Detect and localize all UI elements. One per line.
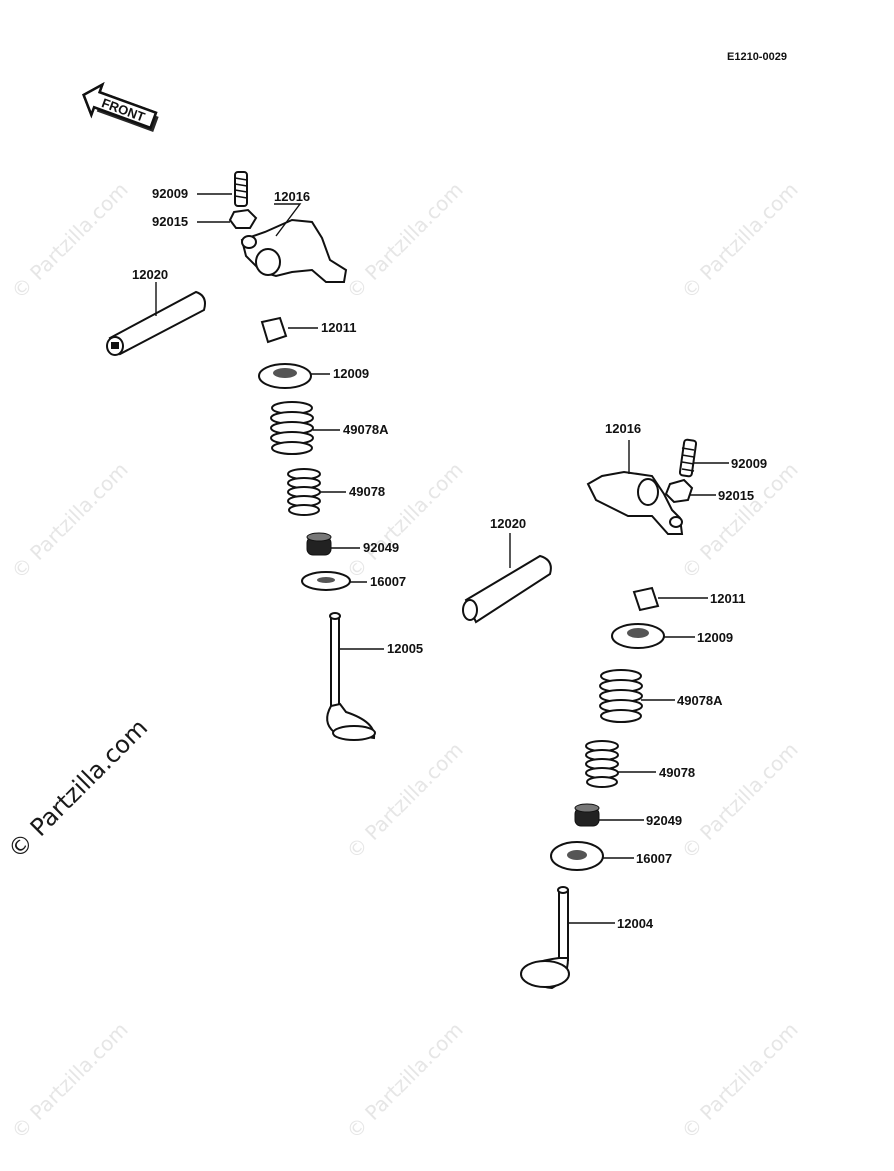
watermark: © Partzilla.com <box>7 177 133 303</box>
callout-92049: 92049 <box>363 540 399 555</box>
left-retainer <box>258 363 312 389</box>
callout-12011: 12011 <box>321 320 356 335</box>
callout-92015: 92015 <box>152 214 188 229</box>
right-cotter <box>632 586 660 612</box>
watermark: © Partzilla.com <box>7 457 133 583</box>
left-rocker-arm <box>240 218 348 283</box>
callout-49078A: 49078A <box>343 422 389 437</box>
left-seat <box>301 571 351 591</box>
diagram-code: E1210-0029 <box>727 51 787 63</box>
watermark: © Partzilla.com <box>677 1017 803 1143</box>
callout-12020: 12020 <box>490 516 526 531</box>
leader <box>274 203 302 237</box>
callout-12009: 12009 <box>697 630 733 645</box>
left-nut <box>228 208 258 229</box>
left-seal <box>306 532 332 556</box>
right-adjuster-screw <box>678 438 698 478</box>
callout-12009: 12009 <box>333 366 369 381</box>
left-inner-spring <box>287 468 321 516</box>
right-seal <box>574 803 600 827</box>
right-outer-spring <box>599 669 643 723</box>
right-valve <box>520 886 570 990</box>
callout-92009: 92009 <box>152 186 188 201</box>
callout-12016: 12016 <box>605 421 641 436</box>
watermark-grid: © Partzilla.com © Partzilla.com © Partzi… <box>7 177 803 1143</box>
watermark: © Partzilla.com <box>7 1017 133 1143</box>
left-rocker-shaft <box>106 290 206 356</box>
watermark: © Partzilla.com <box>342 177 468 303</box>
watermark: © Partzilla.com <box>677 737 803 863</box>
callout-49078: 49078 <box>659 765 695 780</box>
right-nut <box>664 478 694 504</box>
left-valve <box>326 612 376 741</box>
callout-12020: 12020 <box>132 267 168 282</box>
callout-49078A: 49078A <box>677 693 723 708</box>
callout-92049: 92049 <box>646 813 682 828</box>
callout-49078: 49078 <box>349 484 385 499</box>
callout-92009: 92009 <box>731 456 767 471</box>
left-adjuster-screw <box>234 171 248 207</box>
watermark: © Partzilla.com <box>677 457 803 583</box>
front-arrow-icon: FRONT <box>82 82 159 132</box>
watermark-main: © Partzilla.com <box>2 713 153 864</box>
right-retainer <box>611 623 665 649</box>
left-outer-spring <box>270 401 314 455</box>
right-seat <box>550 841 604 871</box>
watermark: © Partzilla.com <box>342 457 468 583</box>
callout-92015: 92015 <box>718 488 754 503</box>
watermark: © Partzilla.com <box>677 177 803 303</box>
right-rocker-shaft <box>462 554 552 624</box>
callout-16007: 16007 <box>636 851 672 866</box>
right-inner-spring <box>585 740 619 788</box>
left-cotter <box>260 316 288 344</box>
watermark: © Partzilla.com <box>342 1017 468 1143</box>
callout-12011: 12011 <box>710 591 745 606</box>
callout-16007: 16007 <box>370 574 406 589</box>
right-rocker-arm <box>586 470 684 535</box>
callout-12004: 12004 <box>617 916 654 931</box>
watermark: © Partzilla.com <box>342 737 468 863</box>
callout-12005: 12005 <box>387 641 423 656</box>
callout-12016: 12016 <box>274 189 310 204</box>
